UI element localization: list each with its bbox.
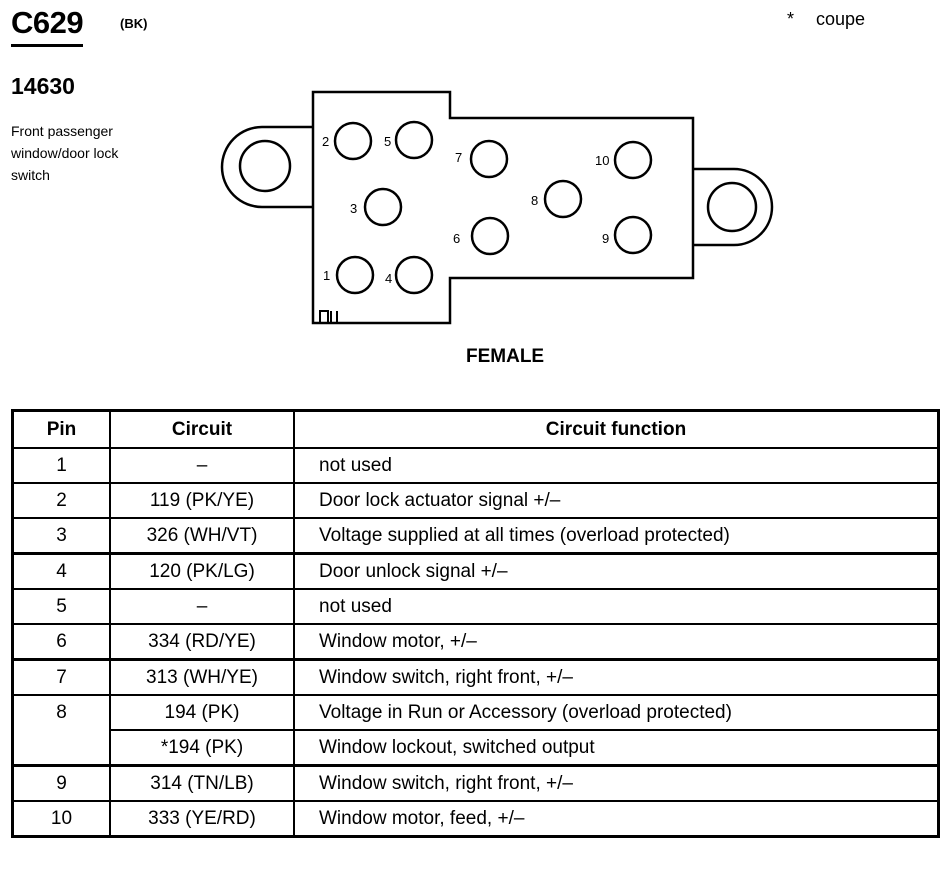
connector-gender: FEMALE xyxy=(466,346,545,367)
pin-cell: 1 xyxy=(11,447,111,484)
table-row: 6 334 (RD/YE) Window motor, +/– xyxy=(11,623,940,661)
pin-label-4: 4 xyxy=(385,271,392,286)
circuit-cell: 119 (PK/YE) xyxy=(109,482,295,519)
function-cell: Door unlock signal +/– xyxy=(293,552,940,590)
pin-cavity-10 xyxy=(613,140,653,180)
table-row: 9 314 (TN/LB) Window switch, right front… xyxy=(11,764,940,802)
pin-cavity-9 xyxy=(613,215,653,255)
header-pin: Pin xyxy=(11,409,111,449)
pin-label-10: 10 xyxy=(595,153,609,168)
pin-cavity-2 xyxy=(333,121,373,161)
pin-label-7: 7 xyxy=(455,150,462,165)
pin-label-3: 3 xyxy=(350,201,357,216)
pin-cell: 10 xyxy=(11,800,111,838)
latch-marks xyxy=(319,310,338,323)
pin-label-1: 1 xyxy=(323,268,330,283)
circuit-cell: – xyxy=(109,588,295,625)
function-cell: not used xyxy=(293,447,940,484)
pin-label-6: 6 xyxy=(453,231,460,246)
part-description-line: Front passenger xyxy=(11,123,113,139)
left-mounting-hole xyxy=(238,139,292,193)
pin-cavity-8 xyxy=(543,179,583,219)
pin-label-5: 5 xyxy=(384,134,391,149)
pin-cavity-1 xyxy=(335,255,375,295)
table-row: 3 326 (WH/VT) Voltage supplied at all ti… xyxy=(11,517,940,555)
left-mounting-ear xyxy=(220,125,313,209)
right-mounting-hole xyxy=(706,181,758,233)
table-header-row: Pin Circuit Circuit function xyxy=(11,409,940,449)
pin-cell: 2 xyxy=(11,482,111,519)
right-mounting-ear xyxy=(693,167,774,247)
pin-label-9: 9 xyxy=(602,231,609,246)
function-cell: Window lockout, switched output xyxy=(293,729,940,767)
pin-cavity-4 xyxy=(394,255,434,295)
pin-cavity-6 xyxy=(470,216,510,256)
circuit-cell: 313 (WH/YE) xyxy=(109,658,295,696)
circuit-cell: 333 (YE/RD) xyxy=(109,800,295,838)
table-row: 5 – not used xyxy=(11,588,940,625)
function-cell: not used xyxy=(293,588,940,625)
connector-id: C629 xyxy=(11,6,84,47)
connector-face-diagram: 1 2 3 4 5 6 7 8 9 10 xyxy=(220,90,774,325)
circuit-cell: – xyxy=(109,447,295,484)
pinout-table: Pin Circuit Circuit function 1 – not use… xyxy=(11,409,940,838)
function-cell: Window motor, feed, +/– xyxy=(293,800,940,838)
function-cell: Voltage supplied at all times (overload … xyxy=(293,517,940,555)
pin-cell: 7 xyxy=(11,658,111,696)
function-cell: Window motor, +/– xyxy=(293,623,940,661)
function-cell: Window switch, right front, +/– xyxy=(293,764,940,802)
function-cell: Window switch, right front, +/– xyxy=(293,658,940,696)
connector-color-code: (BK) xyxy=(120,16,148,31)
table-row: 7 313 (WH/YE) Window switch, right front… xyxy=(11,658,940,696)
part-description-line: window/door lock xyxy=(11,145,119,161)
part-number: 14630 xyxy=(11,73,75,99)
circuit-cell: 326 (WH/VT) xyxy=(109,517,295,555)
pin-cell: 8 xyxy=(11,694,111,767)
table-row: 8 194 (PK) Voltage in Run or Accessory (… xyxy=(11,694,940,767)
table-row: 10 333 (YE/RD) Window motor, feed, +/– xyxy=(11,800,940,838)
circuit-cell: 194 (PK) xyxy=(109,694,295,731)
circuit-cell: 334 (RD/YE) xyxy=(109,623,295,661)
circuit-cell: 120 (PK/LG) xyxy=(109,552,295,590)
table-row: *194 (PK) Window lockout, switched outpu… xyxy=(13,729,940,767)
pin-cell: 9 xyxy=(11,764,111,802)
note-marker: * xyxy=(787,9,795,29)
coupe-note: * coupe xyxy=(787,9,865,30)
pin-cell: 3 xyxy=(11,517,111,555)
circuit-cell: *194 (PK) xyxy=(109,729,295,767)
pin-cell: 6 xyxy=(11,623,111,661)
pin-cavity-7 xyxy=(469,139,509,179)
function-cell: Door lock actuator signal +/– xyxy=(293,482,940,519)
function-cell: Voltage in Run or Accessory (overload pr… xyxy=(293,694,940,731)
pin-cavity-5 xyxy=(394,120,434,160)
part-description: Front passenger window/door lock switch xyxy=(11,120,171,186)
pin-cell: 5 xyxy=(11,588,111,625)
circuit-cell: 314 (TN/LB) xyxy=(109,764,295,802)
table-row: 1 – not used xyxy=(11,447,940,484)
header-function: Circuit function xyxy=(293,409,940,449)
pin-label-8: 8 xyxy=(531,193,538,208)
pin-label-2: 2 xyxy=(322,134,329,149)
header-circuit: Circuit xyxy=(109,409,295,449)
table-row: 4 120 (PK/LG) Door unlock signal +/– xyxy=(11,552,940,590)
note-text: coupe xyxy=(816,9,866,29)
connector-body-outline xyxy=(311,90,695,325)
pin-cavity-3 xyxy=(363,187,403,227)
part-description-line: switch xyxy=(11,167,50,183)
table-row: 2 119 (PK/YE) Door lock actuator signal … xyxy=(11,482,940,519)
pin-cell: 4 xyxy=(11,552,111,590)
